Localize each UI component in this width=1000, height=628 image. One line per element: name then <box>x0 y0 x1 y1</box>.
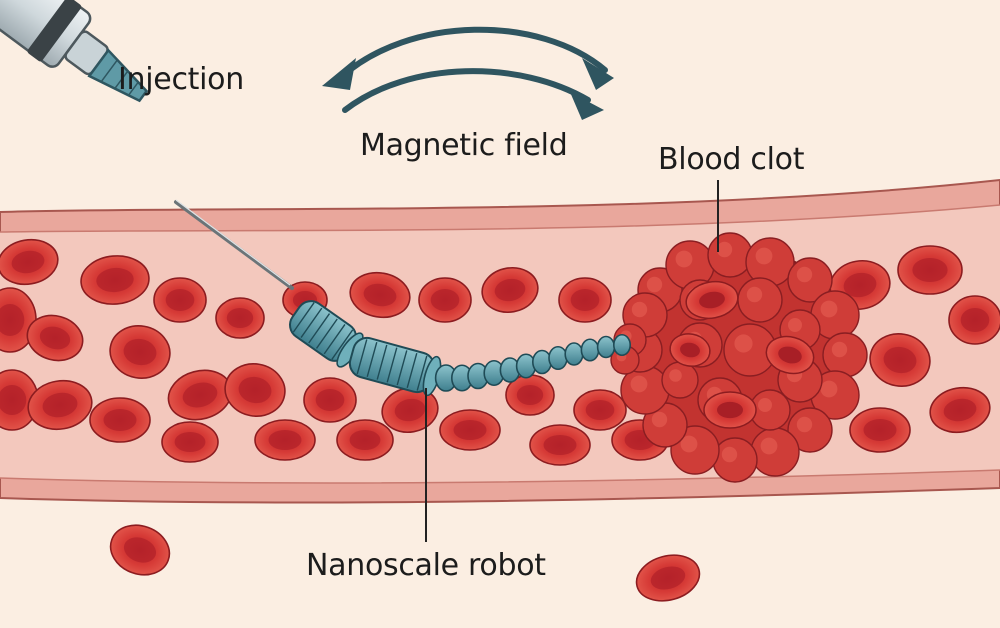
clot-lump <box>822 332 868 378</box>
robot-tail-bead <box>564 342 584 366</box>
robot-tail-bead <box>548 345 568 371</box>
clot-trapped-cell <box>669 333 711 367</box>
red-blood-cell <box>109 325 171 379</box>
red-blood-cell <box>109 524 171 576</box>
red-blood-cell <box>558 277 612 323</box>
clot-lump <box>787 407 833 453</box>
vessel-inner-line-top <box>0 204 1000 233</box>
red-blood-cell <box>529 424 591 466</box>
red-blood-cell <box>481 266 539 314</box>
red-blood-cell <box>0 369 39 431</box>
arrow-upper <box>337 26 608 81</box>
clot-lump <box>737 277 783 323</box>
clot-trapped-cell <box>765 335 815 375</box>
arrow-lower <box>342 68 591 113</box>
syringe-plunger-seal <box>27 0 82 62</box>
red-blood-cell <box>224 363 286 417</box>
red-blood-cell <box>869 333 931 387</box>
robot-tail-bead <box>612 333 631 357</box>
syringe-needle <box>174 200 294 290</box>
magnetic-field-arrows <box>322 26 614 120</box>
red-blood-cell <box>635 554 701 602</box>
red-blood-cell <box>80 255 150 305</box>
red-blood-cell <box>161 421 219 463</box>
red-blood-cell <box>849 407 911 453</box>
magnetic-field-label: Magnetic field <box>360 128 568 163</box>
clot-trapped-cell <box>685 280 739 320</box>
blood-clot <box>610 232 868 483</box>
red-blood-cell <box>439 409 501 451</box>
red-blood-cell <box>349 271 411 319</box>
red-blood-cell <box>573 389 627 431</box>
red-blood-cell <box>215 297 265 339</box>
vessel-inner-line-bottom <box>0 469 1000 484</box>
clot-lump <box>712 437 758 483</box>
nanoscale-robot-label: Nanoscale robot <box>306 548 546 583</box>
red-blood-cell <box>611 419 669 461</box>
clot-trapped-cell <box>703 391 757 429</box>
red-blood-cell <box>303 377 357 423</box>
robot-tail-bead <box>531 349 552 375</box>
red-blood-cell <box>505 374 555 416</box>
red-blood-cell <box>0 238 59 286</box>
red-blood-cell <box>153 277 207 323</box>
red-blood-cell <box>381 386 439 434</box>
robot-tail-bead <box>596 335 616 359</box>
red-blood-cell <box>897 245 963 295</box>
red-blood-cell <box>27 379 93 431</box>
blood-clot-label: Blood clot <box>658 142 805 177</box>
robot-body-segment <box>348 336 442 397</box>
clot-lump <box>707 232 753 278</box>
robot-tail-bead <box>580 338 600 362</box>
nanoscale-robot <box>288 300 631 397</box>
red-blood-cell <box>336 419 394 461</box>
red-blood-cell <box>418 277 472 323</box>
clot-lump <box>661 361 699 399</box>
injection-label: Injection <box>118 62 244 97</box>
clot-lump <box>750 427 800 477</box>
red-blood-cell <box>26 314 84 362</box>
clot-lump <box>787 257 833 303</box>
red-blood-cell <box>89 397 151 443</box>
syringe-hub <box>87 48 149 103</box>
red-blood-cells <box>0 238 1000 602</box>
red-blood-cell <box>254 419 316 461</box>
red-blood-cell <box>167 369 233 421</box>
red-blood-cell <box>948 295 1000 345</box>
syringe <box>0 0 294 290</box>
red-blood-cell <box>929 386 991 434</box>
